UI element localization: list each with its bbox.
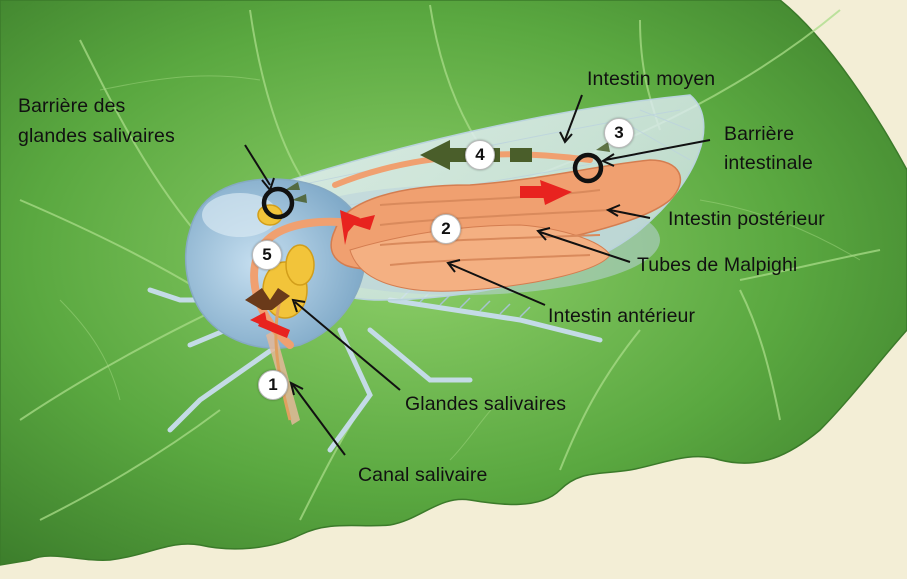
label-canal-salivaire: Canal salivaire [358,463,487,487]
label-barriere-intestinale-2: intestinale [724,151,813,175]
step-badge-2: 2 [431,214,461,244]
step-badge-1: 1 [258,370,288,400]
label-barriere-glandes-1: Barrière des [18,94,125,118]
step-badge-3: 3 [604,118,634,148]
label-intestin-anterieur: Intestin antérieur [548,304,695,328]
label-intestin-moyen: Intestin moyen [587,67,715,91]
label-tubes-malpighi: Tubes de Malpighi [637,253,797,277]
label-glandes-salivaires: Glandes salivaires [405,392,566,416]
label-barriere-intestinale-1: Barrière [724,122,794,146]
step-badge-4: 4 [465,140,495,170]
label-barriere-glandes-2: glandes salivaires [18,124,175,148]
step-badge-5: 5 [252,240,282,270]
label-intestin-posterieur: Intestin postérieur [668,207,825,231]
